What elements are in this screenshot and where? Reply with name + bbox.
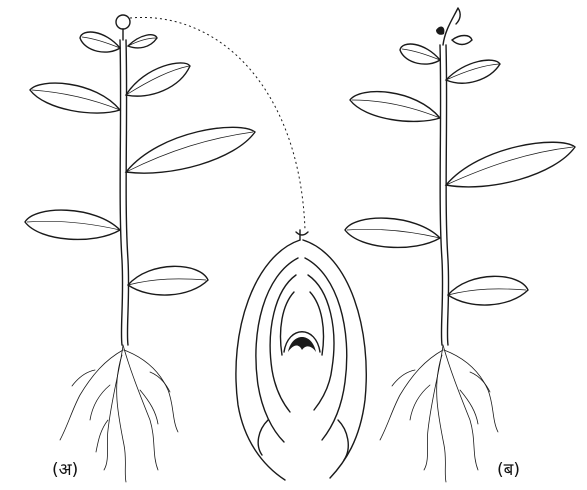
right-plant-label: (ब) — [497, 460, 520, 480]
left-plant-leaves — [25, 32, 255, 295]
left-plant: (अ) — [25, 15, 255, 482]
right-plant: (ब) — [345, 8, 575, 482]
magnification-connector — [130, 17, 305, 230]
right-plant-roots — [380, 345, 498, 482]
shoot-apex-section — [236, 230, 366, 480]
left-plant-label: (अ) — [52, 460, 78, 480]
right-plant-stem — [440, 45, 443, 345]
apical-meristem — [288, 337, 316, 352]
left-plant-stem — [120, 40, 123, 345]
left-shoot-tip-circle — [116, 15, 130, 29]
right-plant-leaves — [345, 44, 575, 305]
